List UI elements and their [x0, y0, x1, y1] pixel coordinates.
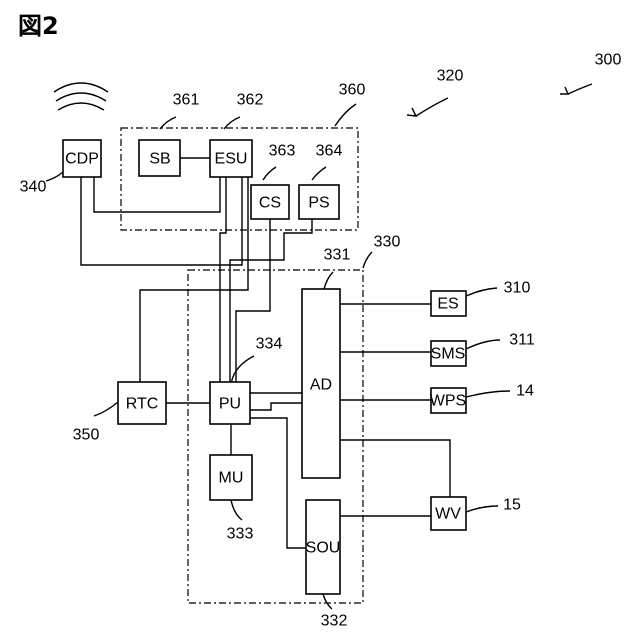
- wireless-signal-icon: [54, 83, 108, 110]
- block-esu: ESU: [210, 140, 252, 177]
- block-ad-label: AD: [310, 377, 332, 394]
- ref-332: 332: [321, 613, 348, 630]
- ref-320: 320: [437, 68, 464, 85]
- ref-364: 364: [316, 143, 343, 160]
- arrowhead-320: [407, 108, 416, 116]
- block-cs: CS: [251, 185, 289, 219]
- block-rtc-label: RTC: [126, 396, 159, 413]
- block-pu: PU: [210, 382, 250, 424]
- block-ps-label: PS: [308, 195, 329, 212]
- ref-15: 15: [503, 497, 521, 514]
- block-ad: AD: [302, 289, 340, 478]
- ref-363: 363: [269, 143, 296, 160]
- block-esu-label: ESU: [215, 151, 248, 168]
- block-es: ES: [431, 291, 466, 316]
- block-sou-label: SOU: [306, 540, 341, 557]
- ref-333: 333: [227, 526, 254, 543]
- ref-360: 360: [339, 82, 366, 99]
- ref-330: 330: [374, 234, 401, 251]
- block-mu-label: MU: [219, 470, 244, 487]
- ref-331: 331: [324, 247, 351, 264]
- block-rtc: RTC: [118, 382, 166, 424]
- ref-310: 310: [504, 280, 531, 297]
- block-pu-label: PU: [219, 396, 241, 413]
- block-sb: SB: [139, 140, 180, 176]
- block-sou: SOU: [306, 500, 341, 594]
- figure-label: 図2: [18, 12, 59, 40]
- block-wv: WV: [431, 497, 466, 530]
- arrowhead-300: [560, 87, 568, 94]
- block-wps-label: WPS: [430, 393, 466, 410]
- ref-311: 311: [509, 332, 535, 349]
- block-sb-label: SB: [149, 151, 170, 168]
- block-cdp: CDP: [63, 140, 101, 177]
- block-cs-label: CS: [259, 195, 281, 212]
- block-cdp-label: CDP: [65, 151, 99, 168]
- block-wv-label: WV: [435, 506, 461, 523]
- ref-350: 350: [73, 427, 100, 444]
- ref-340: 340: [20, 179, 47, 196]
- ref-300: 300: [595, 52, 622, 69]
- ref-362: 362: [237, 92, 264, 109]
- block-wps: WPS: [430, 388, 466, 413]
- block-sms-label: SMS: [431, 346, 466, 363]
- ref-14: 14: [516, 383, 534, 400]
- block-sms: SMS: [431, 341, 466, 366]
- ref-361: 361: [173, 92, 200, 109]
- block-es-label: ES: [437, 296, 458, 313]
- block-mu: MU: [210, 455, 252, 500]
- block-ps: PS: [299, 185, 339, 219]
- ref-334: 334: [256, 336, 283, 353]
